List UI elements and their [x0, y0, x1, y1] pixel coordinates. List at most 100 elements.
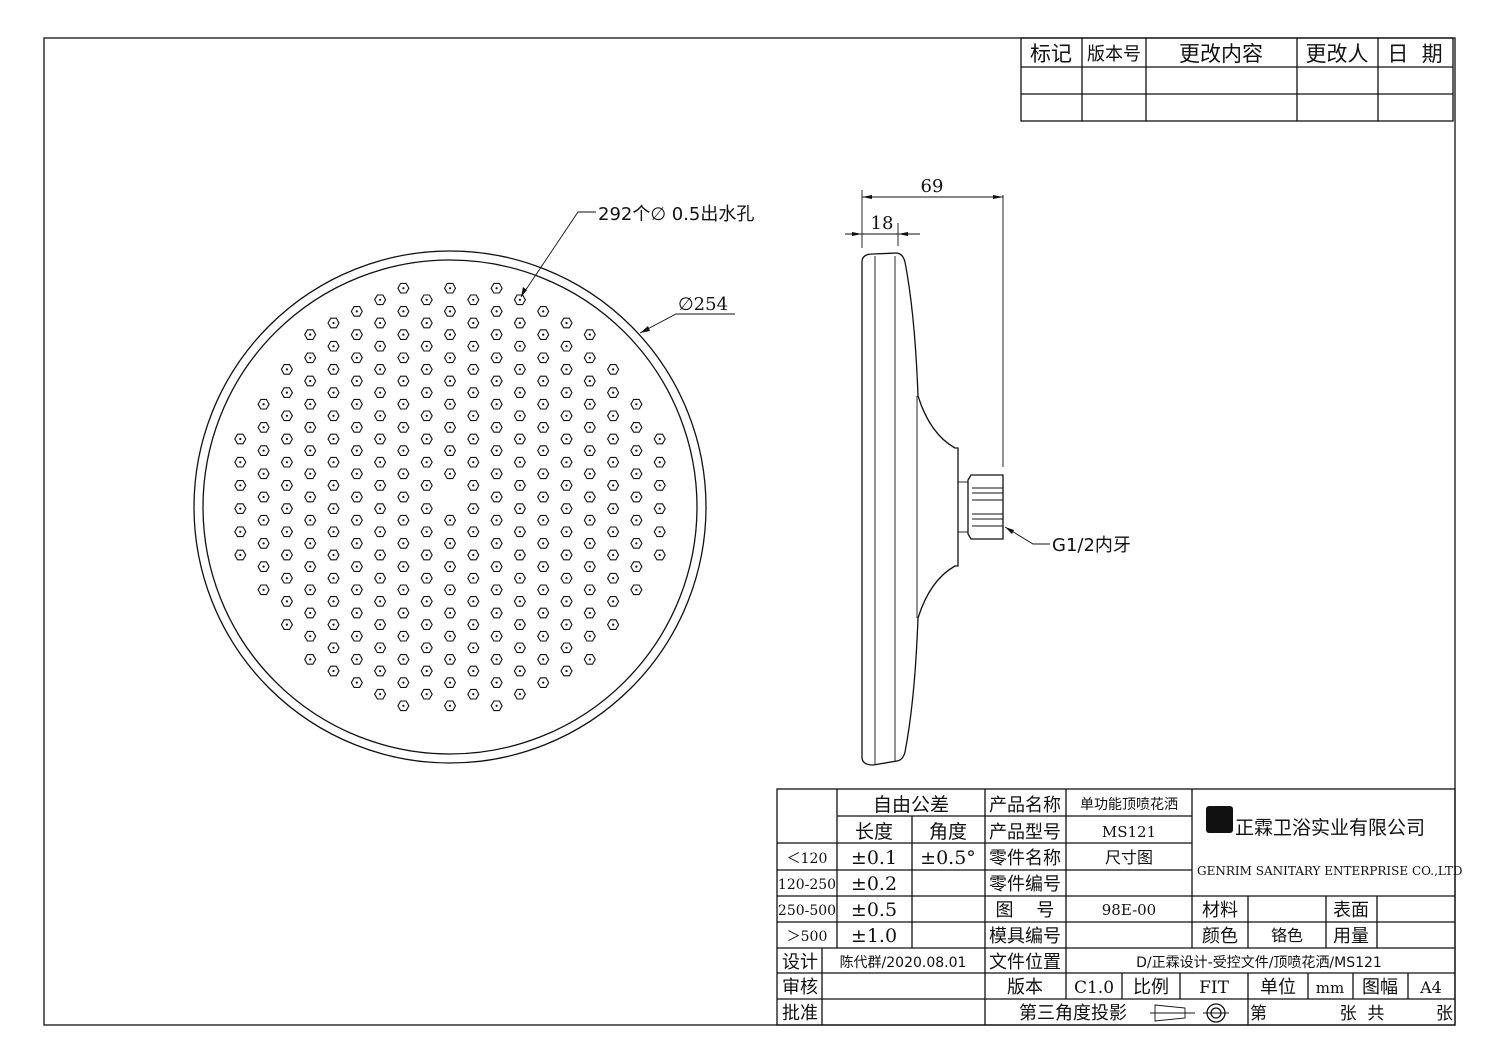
water-hole [443, 306, 457, 317]
water-hole [467, 456, 480, 468]
water-hole-center [309, 542, 312, 545]
water-hole [606, 480, 620, 491]
company-name-cn: 正霖卫浴实业有限公司 [1235, 817, 1425, 839]
unit-value: mm [1316, 979, 1344, 997]
version-value: C1.0 [1074, 978, 1114, 998]
water-hole [327, 642, 340, 654]
water-hole-center [588, 495, 591, 499]
water-hole-center [448, 681, 452, 684]
water-hole-center [495, 542, 498, 545]
water-hole-center [495, 704, 498, 707]
water-hole [327, 364, 340, 375]
water-hole-center [518, 669, 522, 673]
water-hole [467, 503, 480, 514]
water-hole [304, 630, 317, 642]
water-hole-center [635, 426, 638, 429]
water-hole-center [612, 414, 615, 417]
water-hole [630, 445, 643, 456]
water-hole-center [588, 588, 591, 591]
water-hole-center [332, 646, 335, 649]
water-hole [397, 677, 410, 688]
water-hole-center [425, 669, 428, 673]
water-hole-center [332, 530, 335, 533]
water-hole-center [658, 461, 661, 464]
water-hole-center [379, 368, 382, 371]
company-logo [1206, 806, 1233, 833]
water-hole [257, 514, 270, 526]
water-hole [583, 422, 596, 433]
front-view: 292个∅ 0.5出水孔 ∅254 [193, 204, 754, 764]
water-hole-center [379, 577, 382, 580]
water-hole-center [658, 530, 661, 533]
water-hole-center [262, 565, 265, 568]
water-hole [350, 375, 363, 387]
water-hole [420, 456, 433, 468]
water-hole [513, 387, 527, 398]
water-hole-center [612, 623, 615, 626]
water-hole [373, 665, 387, 677]
water-hole-center [332, 414, 335, 417]
water-hole [304, 375, 317, 387]
water-hole-center [425, 646, 428, 649]
water-hole [420, 433, 433, 445]
water-hole [467, 317, 480, 329]
water-hole-center [635, 449, 638, 452]
water-hole [443, 445, 457, 456]
inner-rim [202, 259, 698, 755]
water-hole-center [542, 519, 545, 522]
water-hole [350, 630, 363, 642]
water-hole-center [495, 310, 498, 313]
water-hole-center [402, 565, 405, 568]
water-hole-center [448, 379, 452, 383]
water-hole [373, 317, 387, 329]
water-hole-center [635, 495, 638, 499]
water-hole [234, 456, 247, 468]
water-hole [280, 596, 294, 607]
diameter-note: ∅254 [678, 294, 728, 315]
water-hole [513, 503, 527, 514]
water-hole-center [472, 368, 475, 371]
water-hole [327, 433, 340, 445]
water-hole [397, 514, 410, 526]
water-hole [234, 526, 247, 538]
water-hole-center [542, 403, 545, 406]
water-hole [373, 340, 387, 352]
water-hole-center [518, 693, 522, 696]
water-hole [630, 514, 643, 526]
water-hole-center [285, 437, 288, 441]
water-hole [490, 329, 503, 340]
water-hole [280, 526, 294, 538]
water-hole-center [379, 414, 382, 417]
water-hole [653, 549, 666, 561]
water-hole [583, 561, 596, 572]
water-hole-center [542, 658, 545, 661]
water-hole-center [542, 565, 545, 568]
water-hole-center [588, 565, 591, 568]
water-hole-center [402, 356, 405, 359]
water-hole [420, 294, 433, 306]
water-hole [304, 538, 317, 549]
water-hole-center [402, 658, 405, 661]
product-name: 单功能顶喷花洒 [1080, 797, 1178, 813]
water-hole-center [542, 542, 545, 545]
water-hole-center [355, 403, 358, 406]
water-hole-center [518, 577, 522, 580]
water-hole [350, 306, 363, 317]
water-hole-center [565, 577, 568, 580]
water-hole [443, 538, 457, 549]
water-hole [304, 654, 317, 665]
water-hole [537, 468, 550, 480]
water-hole [443, 677, 457, 688]
water-hole-center [379, 437, 382, 441]
water-hole-center [495, 611, 498, 615]
water-hole [490, 514, 503, 526]
water-hole-center [309, 565, 312, 568]
water-hole [537, 654, 550, 665]
water-hole [537, 329, 550, 340]
water-hole [420, 688, 433, 700]
water-hole [653, 433, 666, 445]
water-hole [490, 282, 503, 294]
water-hole-center [285, 461, 288, 464]
water-hole-center [285, 600, 288, 603]
